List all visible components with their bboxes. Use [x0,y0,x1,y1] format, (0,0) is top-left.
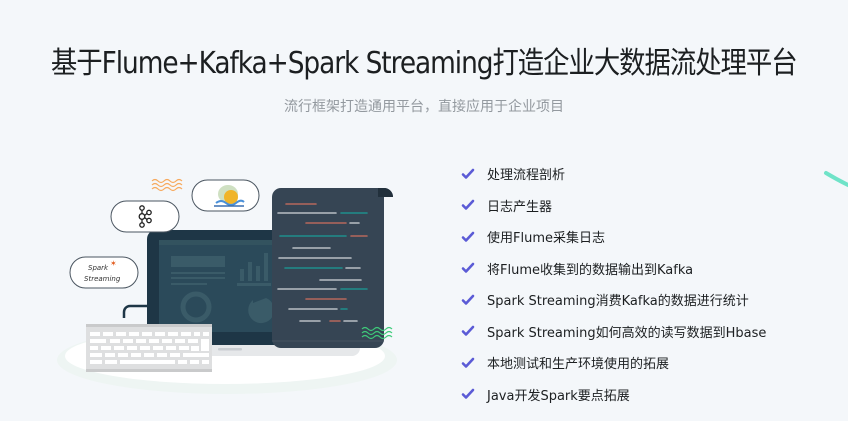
svg-text:Streaming: Streaming [84,275,121,283]
feature-item: 本地测试和生产环境使用的拓展 [461,347,766,379]
feature-item: 处理流程剖析 [461,158,766,190]
green-wave-decoration [361,326,393,340]
accent-arc-decoration [824,171,848,187]
check-icon [461,357,475,368]
svg-text:✶: ✶ [110,259,117,268]
feature-item: 将Flume收集到的数据输出到Kafka [461,253,766,285]
feature-label: Spark Streaming如何高效的读写数据到Hbase [487,325,767,341]
feature-label: 处理流程剖析 [487,168,566,184]
orange-wave-decoration [151,178,183,192]
svg-text:Spark: Spark [88,264,109,272]
check-icon [461,294,475,305]
check-icon [461,388,475,400]
page-subtitle: 流行框架打造通用平台，直接应用于企业项目 [284,99,564,115]
kafka-logo-badge [110,200,180,233]
feature-item: 日志产生器 [461,190,766,222]
spark-streaming-logo-badge: Spark ✶ Streaming [69,256,139,289]
feature-item: 使用Flume采集日志 [461,221,766,253]
keyboard [86,324,212,372]
feature-label: 将Flume收集到的数据输出到Kafka [487,262,694,278]
feature-label: Java开发Spark要点拓展 [487,388,630,404]
check-icon [461,199,475,211]
feature-label: 本地测试和生产环境使用的拓展 [487,357,670,373]
feature-label: Spark Streaming消费Kafka的数据进行统计 [487,294,749,310]
check-icon [461,325,475,337]
feature-label: 使用Flume采集日志 [487,231,605,247]
code-panel [272,188,393,348]
flume-logo-badge [191,179,260,212]
feature-item: Java开发Spark要点拓展 [461,379,766,411]
check-icon [461,262,475,274]
check-icon [461,168,475,179]
feature-label: 日志产生器 [487,199,553,215]
feature-item: Spark Streaming如何高效的读写数据到Hbase [461,316,766,348]
kafka-logo-icon [138,205,152,228]
page-title: 基于Flume+Kafka+Spark Streaming打造企业大数据流处理平… [50,46,798,81]
feature-item: Spark Streaming消费Kafka的数据进行统计 [461,284,766,316]
check-icon [461,231,475,242]
feature-list: 处理流程剖析 日志产生器 使用Flume采集日志 将Flume收集到的数据输出到… [461,158,766,410]
